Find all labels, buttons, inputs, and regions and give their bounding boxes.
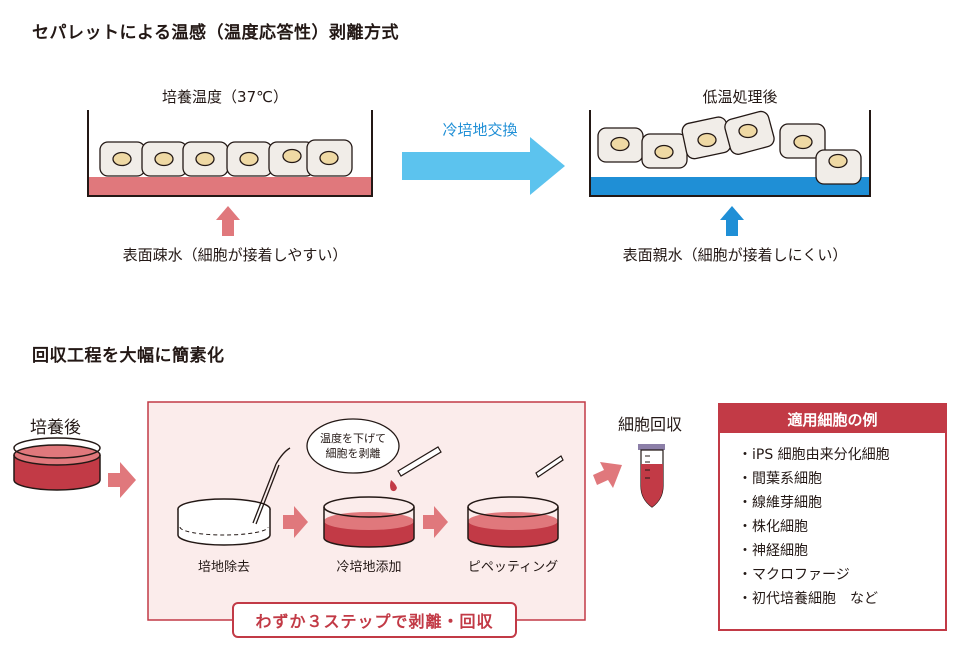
pipette-icon	[252, 447, 291, 525]
right-arrow-icon	[283, 506, 308, 538]
applicable-cells-list: iPS 細胞由来分化細胞 間葉系細胞 線維芽細胞 株化細胞 神経細胞 マクロファ…	[720, 433, 945, 611]
up-arrow-icon	[720, 206, 744, 236]
pipette-icon	[535, 455, 564, 478]
list-item: 株化細胞	[738, 515, 945, 539]
applicable-cells-box: 適用細胞の例 iPS 細胞由来分化細胞 間葉系細胞 線維芽細胞 株化細胞 神経細…	[718, 403, 947, 631]
speech-bubble-text: 温度を下げて 細胞を剥離	[320, 432, 386, 460]
step-label-remove-medium: 培地除去	[197, 560, 250, 575]
right-arrow-icon	[108, 462, 136, 498]
low-temp-label: 低温処理後	[702, 88, 778, 106]
attached-cells	[99, 139, 353, 177]
culture-dish-icon	[13, 437, 101, 491]
list-item: iPS 細胞由来分化細胞	[738, 443, 945, 467]
three-step-banner: わずか３ステップで剥離・回収	[232, 602, 517, 638]
detached-cells	[597, 110, 862, 185]
step-label-pipetting: ピペッティング	[467, 560, 559, 575]
medium-exchange-label: 冷培地交換	[442, 121, 518, 139]
up-arrow-icon	[216, 206, 240, 236]
empty-dish-icon	[177, 498, 271, 546]
culture-temp-label: 培養温度（37℃）	[162, 88, 288, 106]
list-item: 神経細胞	[738, 539, 945, 563]
hydrophilic-label: 表面親水（細胞が接着しにくい）	[622, 246, 848, 264]
tube-icon	[638, 444, 665, 508]
hydrophobic-label: 表面疎水（細胞が接着しやすい）	[122, 246, 348, 264]
section-title-recovery: 回収工程を大幅に簡素化	[32, 346, 225, 366]
list-item: 線維芽細胞	[738, 491, 945, 515]
right-arrow-icon	[423, 506, 448, 538]
step-label-add-cold-medium: 冷培地添加	[336, 560, 402, 575]
list-item: 初代培養細胞 など	[738, 587, 945, 611]
medium-dish-icon	[323, 496, 415, 548]
list-item: マクロファージ	[738, 563, 945, 587]
cell-recovery-label: 細胞回収	[618, 415, 683, 434]
applicable-cells-title: 適用細胞の例	[720, 405, 945, 433]
dish-culture-temp	[87, 110, 373, 197]
dish-low-temp	[589, 110, 871, 197]
right-arrow-icon	[402, 137, 565, 195]
dropper-icon	[390, 446, 442, 492]
pipetting-dish-icon	[467, 496, 559, 548]
after-culture-label: 培養後	[30, 418, 81, 438]
list-item: 間葉系細胞	[738, 467, 945, 491]
speech-bubble	[306, 418, 400, 474]
right-arrow-icon	[593, 462, 622, 488]
page-title: セパレットによる温感（温度応答性）剥離方式	[32, 23, 399, 43]
